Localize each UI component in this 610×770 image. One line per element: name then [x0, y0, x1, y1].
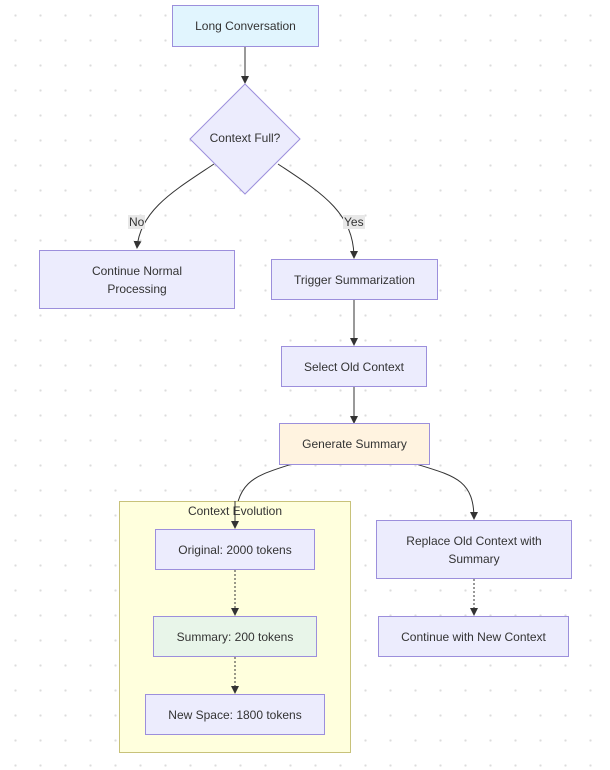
- decision-context-full-label: Context Full?: [209, 131, 281, 145]
- node-original-tokens-label: Original: 2000 tokens: [178, 542, 292, 557]
- node-long-conversation-label: Long Conversation: [195, 19, 296, 33]
- decision-diamond[interactable]: [189, 83, 301, 195]
- edge-context-full-to-continue-normal: [133, 163, 215, 249]
- node-long-conversation[interactable]: Long Conversation: [172, 5, 319, 47]
- node-new-space-tokens-label: New Space: 1800 tokens: [168, 707, 302, 722]
- node-original-tokens[interactable]: Original: 2000 tokens: [155, 529, 315, 570]
- node-continue-normal-processing[interactable]: Continue Normal Processing: [39, 250, 235, 309]
- node-generate-summary-label: Generate Summary: [302, 437, 407, 451]
- node-summary-tokens-label: Summary: 200 tokens: [176, 629, 294, 644]
- node-replace-old-context-label: Replace Old Context with Summary: [406, 533, 542, 566]
- node-generate-summary[interactable]: Generate Summary: [279, 423, 430, 465]
- edge-label-no: No: [128, 215, 146, 229]
- node-trigger-summarization-label: Trigger Summarization: [294, 272, 415, 287]
- node-trigger-summarization[interactable]: Trigger Summarization: [271, 259, 438, 300]
- node-continue-new-context[interactable]: Continue with New Context: [378, 616, 569, 657]
- node-summary-tokens[interactable]: Summary: 200 tokens: [153, 616, 317, 657]
- node-continue-new-context-label: Continue with New Context: [401, 629, 546, 644]
- node-select-old-context-label: Select Old Context: [303, 359, 405, 374]
- edge-context-full-to-trigger-summarization: [277, 163, 358, 259]
- node-select-old-context[interactable]: Select Old Context: [281, 346, 427, 387]
- node-continue-normal-label: Continue Normal Processing: [91, 263, 183, 296]
- edge-label-yes: Yes: [343, 215, 365, 229]
- node-new-space-tokens[interactable]: New Space: 1800 tokens: [145, 694, 325, 735]
- node-replace-old-context[interactable]: Replace Old Context with Summary: [376, 520, 572, 579]
- edge-generate-to-replace: [415, 463, 478, 520]
